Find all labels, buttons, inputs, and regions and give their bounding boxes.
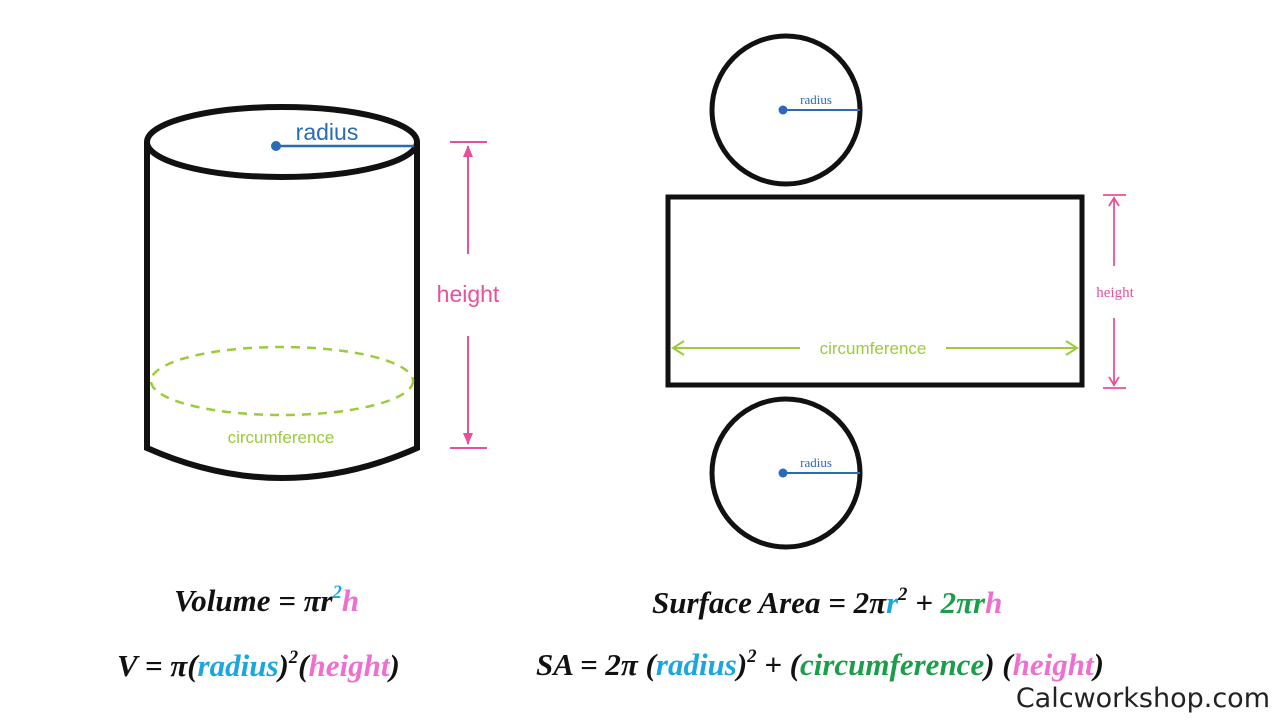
sa-exponent: 2 — [898, 583, 908, 605]
cylinder-circumference-dashed — [149, 345, 415, 417]
sae-mid: ) ( — [984, 647, 1013, 682]
volume-exponent: 2 — [332, 581, 342, 603]
v-height: height — [308, 648, 390, 683]
volume-h: h — [341, 583, 360, 618]
net-top-center-dot — [778, 105, 788, 115]
net-height-dimension: height — [1096, 194, 1135, 389]
cylinder-center-dot — [271, 141, 281, 151]
watermark-logo: Calcworkshop.com — [1015, 683, 1270, 714]
sa-prefix: Surface Area = 2π — [652, 585, 887, 620]
surface-area-formula: Surface Area = 2πr2 + 2πrh — [652, 585, 1002, 621]
v-open: ( — [298, 648, 309, 683]
sae-suffix: ) — [1093, 647, 1104, 682]
net-height-label: height — [1096, 285, 1134, 301]
surface-area-expanded-formula: SA = 2π (radius)2 + (circumference) (hei… — [536, 647, 1104, 683]
sae-close: ) — [736, 647, 748, 682]
net-height-arrowhead-up — [1108, 196, 1120, 207]
circumference-arrowhead-right — [1065, 340, 1079, 356]
sa-plus: + — [907, 585, 941, 620]
volume-prefix: Volume = πr — [174, 583, 333, 618]
height-arrowhead-up — [463, 145, 473, 157]
cylinder-body-outline — [144, 142, 420, 481]
v-exponent: 2 — [288, 646, 299, 668]
net-top-radius-label: radius — [800, 92, 832, 107]
volume-expanded-formula: V = π(radius)2(height) — [117, 648, 400, 684]
volume-formula: Volume = πr2h — [174, 583, 359, 619]
sae-exponent: 2 — [747, 645, 757, 667]
net-bottom-center-dot — [778, 468, 788, 478]
sa-two-pi-r: 2πr — [940, 585, 986, 620]
cylinder-radius-label: radius — [296, 119, 359, 145]
sae-radius: radius — [655, 647, 737, 682]
net-height-arrowhead-down — [1108, 376, 1120, 387]
net-bottom-radius-label: radius — [800, 455, 832, 470]
net-circumference-dimension: circumference — [671, 339, 1079, 358]
v-suffix: ) — [389, 648, 400, 683]
sa-h: h — [985, 585, 1003, 620]
cylinder-net: radius circumference height — [665, 33, 1135, 550]
net-rectangle — [665, 194, 1085, 388]
sae-height: height — [1012, 647, 1094, 682]
circumference-arrowhead-left — [671, 340, 685, 356]
cylinder: radius circumference height — [144, 104, 500, 481]
v-close: ) — [278, 648, 289, 683]
sae-circumference: circumference — [799, 647, 985, 682]
cylinder-height-label: height — [437, 281, 500, 307]
cylinder-height-dimension: height — [437, 141, 500, 449]
sa-r: r — [886, 585, 899, 620]
sae-plus: + ( — [756, 647, 800, 682]
cylinder-top-ellipse — [144, 104, 420, 180]
sae-prefix: SA = 2π ( — [536, 647, 656, 682]
net-circumference-label: circumference — [820, 339, 927, 358]
v-prefix: V = π( — [117, 648, 198, 683]
cylinder-circumference-label: circumference — [228, 428, 335, 447]
v-radius: radius — [197, 648, 279, 683]
height-arrowhead-down — [463, 433, 473, 445]
